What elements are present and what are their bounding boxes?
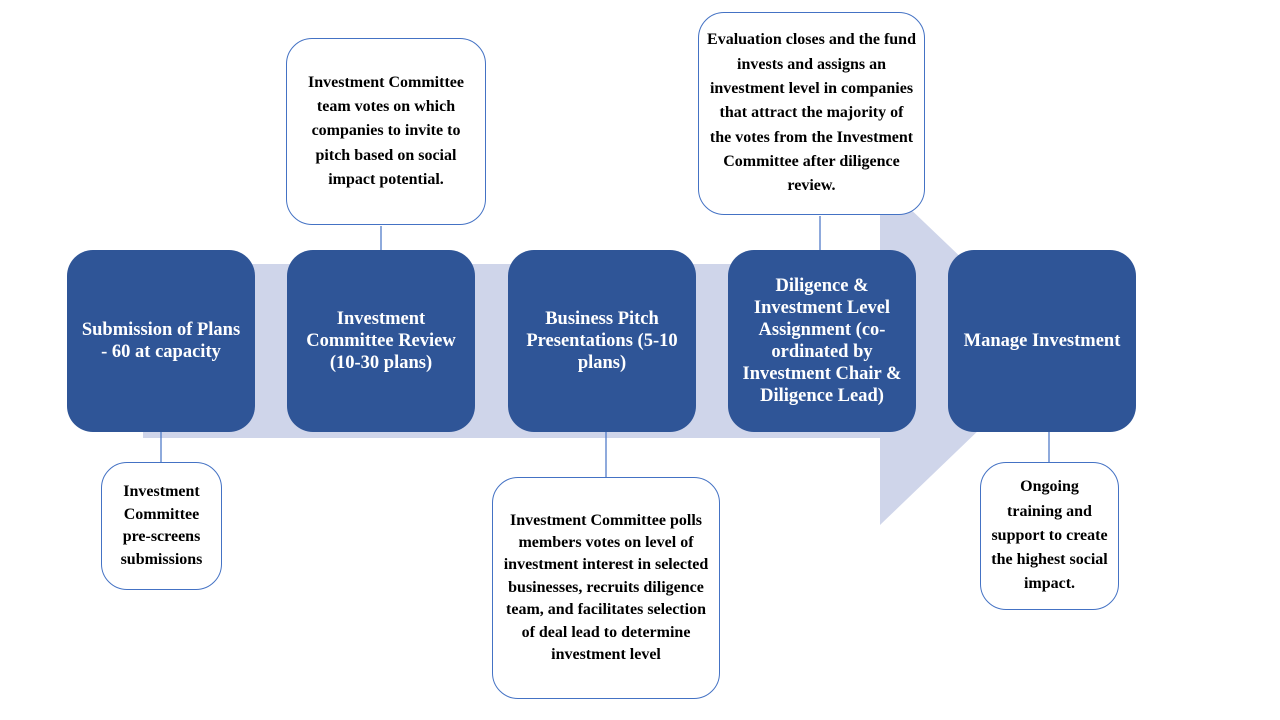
note-evaluation-text: Evaluation closes and the fund invests a… [707,31,916,195]
note-polls: Investment Committee polls members votes… [492,477,720,699]
step-pitch-presentations-label: Business Pitch Presentations (5-10 plans… [526,309,678,373]
note-prescreen: Investment Committee pre-screens submiss… [101,462,222,590]
step-submission: Submission of Plans - 60 at capacity [67,250,255,432]
step-submission-label: Submission of Plans - 60 at capacity [81,320,241,362]
note-review-vote: Investment Committee team votes on which… [286,38,486,225]
step-diligence-label: Diligence & Investment Level Assignment … [742,276,902,406]
step-committee-review: Investment Committee Review (10-30 plans… [287,250,475,432]
step-manage-investment-label: Manage Investment [963,331,1121,351]
note-polls-text: Investment Committee polls members votes… [503,511,709,664]
step-manage-investment: Manage Investment [948,250,1136,432]
step-committee-review-label: Investment Committee Review (10-30 plans… [306,309,456,373]
note-evaluation: Evaluation closes and the fund invests a… [698,12,925,215]
note-ongoing: Ongoing training and support to create t… [980,462,1119,610]
note-ongoing-text: Ongoing training and support to create t… [991,478,1108,593]
note-prescreen-text: Investment Committee pre-screens submiss… [120,483,203,568]
step-diligence: Diligence & Investment Level Assignment … [728,250,916,432]
note-review-vote-text: Investment Committee team votes on which… [308,73,464,188]
step-pitch-presentations: Business Pitch Presentations (5-10 plans… [508,250,696,432]
